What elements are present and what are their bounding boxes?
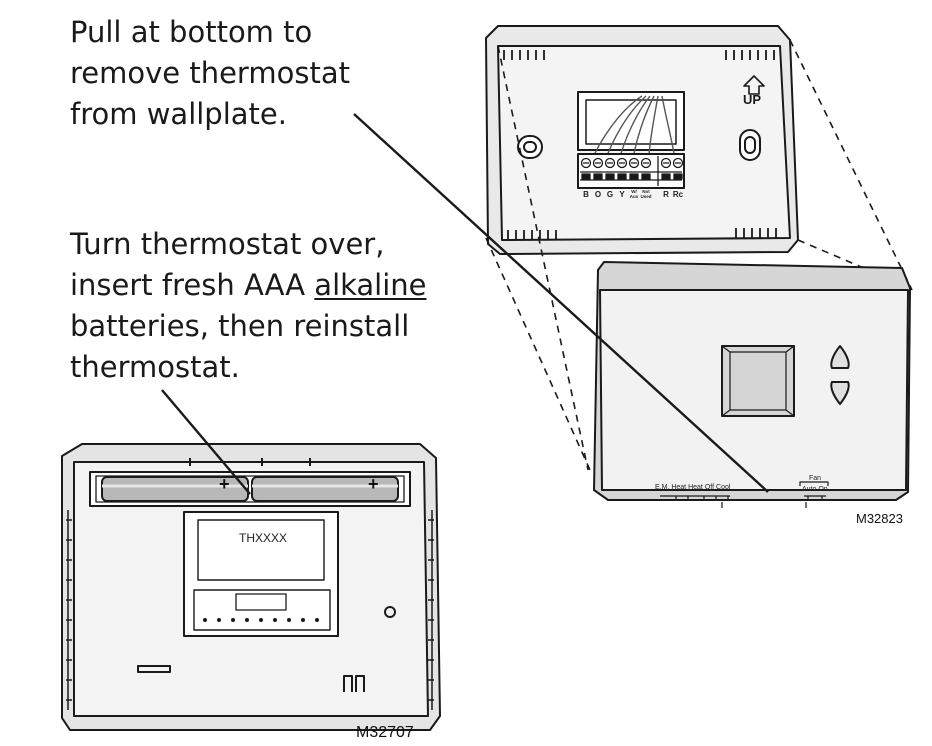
fan-switch-labels: Auto On	[802, 486, 828, 493]
battery-instruction-line-4: thermostat.	[70, 350, 240, 384]
terminal-label: R	[663, 190, 669, 199]
battery-view-drawing	[61, 443, 441, 731]
system-switch-heat-2: Heat	[688, 484, 703, 491]
fan-switch-auto: Auto	[802, 486, 817, 493]
battery-instruction-line-2-text: insert fresh AAA	[70, 268, 315, 302]
battery-instruction-line-3: batteries, then reinstall	[70, 309, 410, 343]
fan-switch-on: On	[818, 486, 828, 493]
remove-leader-line	[353, 113, 769, 493]
remove-instruction-line-2: remove thermostat	[70, 56, 350, 90]
up-label: UP	[743, 92, 762, 107]
terminal-label: O	[594, 190, 602, 199]
terminal-label: Rc	[672, 190, 684, 199]
remove-instruction-line-3: from wallplate.	[70, 97, 287, 131]
terminal-label: Not Used	[640, 189, 652, 199]
model-label: THXXXX	[239, 531, 288, 545]
remove-instruction-line-1: Pull at bottom to	[70, 15, 313, 49]
terminal-label: G	[606, 190, 614, 199]
battery-instructions: Turn thermostat over, insert fresh AAA a…	[70, 224, 427, 388]
battery-2-plus: +	[368, 474, 379, 494]
figure-id-top: M32823	[856, 511, 903, 526]
system-switch-heat: Heat	[671, 484, 687, 491]
alkaline-emphasis: alkaline	[314, 268, 427, 302]
fan-label: Fan	[809, 475, 822, 482]
system-switch-labels: E.M. Heat Heat Off Cool	[655, 484, 730, 491]
battery-leader-line	[161, 389, 251, 495]
system-switch-em: E.M.	[655, 484, 670, 491]
system-switch-off: Off	[704, 484, 715, 491]
wallplate-drawing	[485, 25, 799, 255]
system-switch-cool: Cool	[716, 484, 731, 491]
thermostat-front-drawing	[593, 261, 911, 508]
battery-1-plus: +	[219, 474, 230, 494]
terminal-label: W/ Aux	[629, 189, 639, 199]
battery-instruction-line-1: Turn thermostat over,	[70, 227, 385, 261]
figure-id-bottom: M32707	[356, 724, 414, 741]
battery-instruction-line-2: insert fresh AAA alkaline	[70, 265, 427, 306]
remove-instructions: Pull at bottom to remove thermostat from…	[70, 12, 350, 135]
terminal-label: Y	[619, 190, 625, 199]
terminal-label: B	[583, 190, 589, 199]
